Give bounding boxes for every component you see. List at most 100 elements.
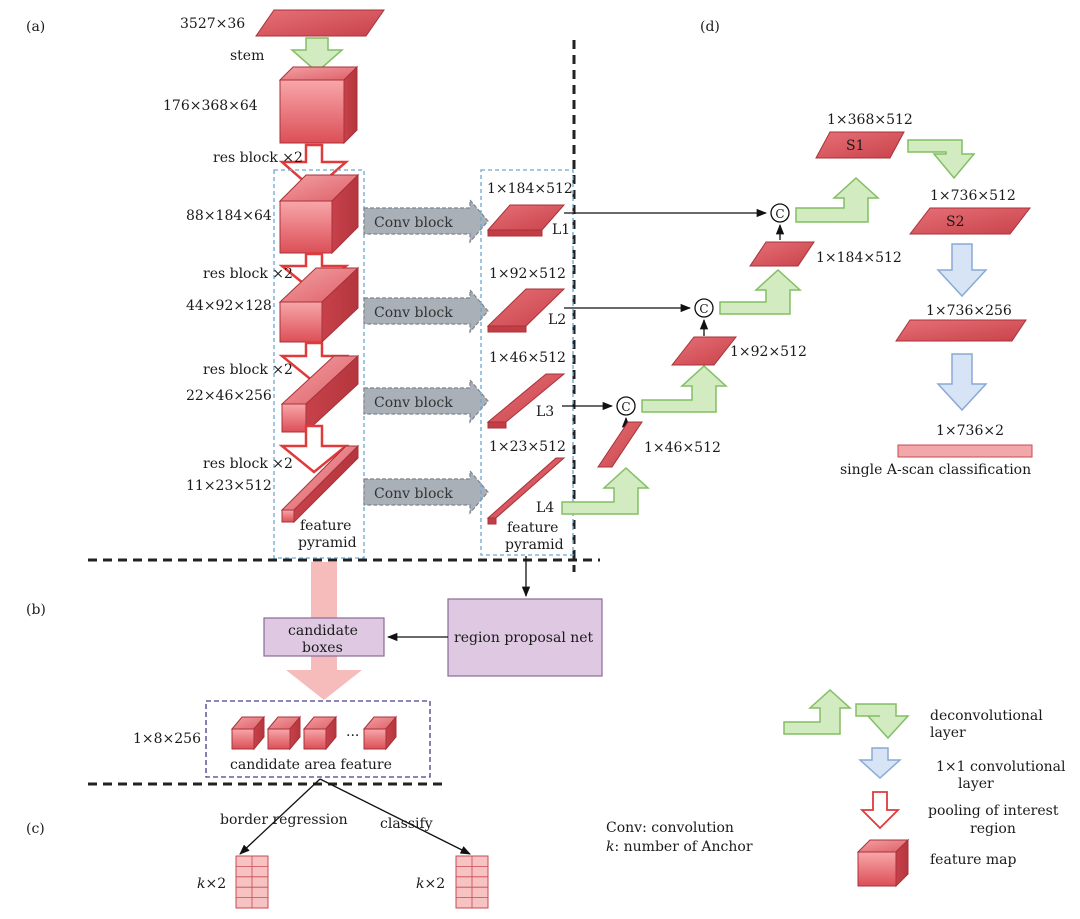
up-plate-92	[670, 336, 738, 366]
fpn-level-l2: L2	[548, 312, 566, 328]
res-block-arrow-4	[278, 424, 350, 474]
classify-arrow	[319, 778, 471, 855]
classify-times2: ×2	[424, 876, 445, 892]
backbone-cube-2	[278, 266, 360, 344]
up-plate-46	[597, 421, 643, 468]
deconv-arrow-c3	[641, 364, 728, 413]
legend: deconvolutional layer 1×1 convolutional …	[783, 688, 1066, 888]
conv1x1-arrow-1	[936, 243, 988, 298]
note-k-abbr: k	[606, 839, 614, 855]
fpn-dim-3: 1×46×512	[489, 350, 566, 366]
backbone-pyramid-box	[273, 169, 365, 559]
backbone-dim-2: 44×92×128	[186, 298, 272, 314]
legend-conv1x1-1: 1×1 convolutional	[936, 759, 1066, 775]
s1-plate	[815, 131, 905, 159]
deconv-arrow-c2	[719, 268, 802, 315]
conv-block-arrow-3: Conv block	[363, 378, 489, 424]
backbone-cube-1	[278, 173, 360, 255]
candidate-area-feature-box	[205, 700, 431, 778]
legend-deconv-2: layer	[930, 725, 966, 741]
fpn-plate-l3	[486, 373, 566, 429]
fpn-dim-2: 1×92×512	[489, 266, 566, 282]
regression-k: k	[197, 876, 205, 892]
region-proposal-label: region proposal net	[454, 630, 594, 646]
s1-label: S1	[846, 138, 865, 154]
legend-feature-map-icon	[856, 838, 910, 888]
regression-output-grid	[235, 855, 269, 909]
candidate-feature-dim: 1×8×256	[133, 731, 201, 747]
conv-block-label-2: Conv block	[374, 305, 453, 321]
legend-deconv-1: deconvolutional	[930, 708, 1043, 724]
legend-conv1x1-2: layer	[958, 776, 994, 792]
candidate-feature-cube-3	[302, 715, 338, 751]
classify-label: classify	[380, 816, 433, 832]
up-dim-1: 1×184×512	[816, 250, 902, 266]
border-regression-label: border regression	[220, 812, 348, 828]
backbone-pyramid-label-1: feature	[300, 518, 351, 534]
up-plate-184	[749, 241, 815, 267]
panel-label-a: (a)	[26, 19, 45, 35]
concat-node-3-label: C	[621, 400, 630, 414]
up-dim-3: 1×46×512	[644, 440, 721, 456]
fpn-pyramid-label-1: feature	[507, 520, 558, 536]
legend-deconv-up-icon	[783, 688, 852, 735]
legend-fmap: feature map	[930, 852, 1017, 868]
candidate-boxes	[263, 617, 385, 657]
concat-node-2: C	[694, 298, 714, 318]
conv-block-arrow-4: Conv block	[363, 469, 489, 515]
candidate-feature-cube-4	[362, 715, 398, 751]
res-block-label-1: res block ×2	[213, 150, 303, 166]
fpn-plate-l2	[486, 288, 566, 333]
deconv-arrow-s1-s2	[907, 139, 976, 180]
backbone-dim-3: 22×46×256	[186, 388, 272, 404]
pooling-arrow-head	[286, 656, 362, 700]
panel-label-c: (c)	[26, 821, 45, 837]
s2-plate	[908, 207, 1032, 235]
fpn-level-l3: L3	[536, 404, 554, 420]
note-k: k: number of Anchor	[606, 839, 753, 855]
s2-label: S2	[946, 214, 965, 230]
regression-arrow	[239, 778, 321, 855]
input-dim-label: 3527×36	[180, 16, 245, 32]
backbone-dim-4: 11×23×512	[186, 478, 272, 494]
fpn-pyramid-label-2: pyramid	[505, 537, 564, 553]
conv-block-label-1: Conv block	[374, 215, 453, 231]
conv-block-label-3: Conv block	[374, 395, 453, 411]
backbone-cube-4	[280, 444, 360, 524]
fpn-plate-l4	[486, 457, 566, 525]
classify-output-label: k×2	[416, 876, 445, 892]
fpn-dim-1: 1×184×512	[487, 181, 573, 197]
backbone-cube-3	[280, 354, 360, 434]
conv1x1-arrow-2	[936, 353, 988, 412]
candidate-label-2: boxes	[302, 640, 343, 656]
conv-block-arrow-1: Conv block	[363, 198, 489, 244]
candidate-feature-cube-2	[266, 715, 302, 751]
deconv-arrow-l4	[561, 466, 650, 515]
res-block-label-2: res block ×2	[203, 266, 293, 282]
backbone-pyramid-label-2: pyramid	[298, 535, 357, 551]
regression-times2: ×2	[205, 876, 226, 892]
note-conv-abbr: Conv	[606, 820, 642, 836]
s2-dim-label: 1×736×512	[930, 188, 1016, 204]
pooling-arrow-stem	[311, 562, 337, 618]
regression-output-label: k×2	[197, 876, 226, 892]
concat-node-2-label: C	[699, 302, 708, 316]
concat-node-3: C	[616, 396, 636, 416]
candidate-feature-cube-1	[230, 715, 266, 751]
fpn-level-l1: L1	[552, 222, 570, 238]
note-conv: Conv: convolution	[606, 820, 734, 836]
stem-label: stem	[230, 48, 264, 64]
note-k-def: : number of Anchor	[614, 839, 752, 855]
candidate-ellipsis: ...	[346, 724, 359, 740]
candidate-feature-label: candidate area feature	[230, 757, 392, 773]
up-dim-2: 1×92×512	[730, 344, 807, 360]
fpn-plate-l1	[486, 204, 566, 237]
fpn-pyramid-box	[480, 169, 574, 556]
res-block-label-4: res block ×2	[203, 456, 293, 472]
stem-feature-cube	[278, 65, 359, 145]
conv-block-label-4: Conv block	[374, 486, 453, 502]
legend-pool-2: region	[970, 821, 1016, 837]
legend-pool-1: pooling of interest	[928, 803, 1059, 819]
